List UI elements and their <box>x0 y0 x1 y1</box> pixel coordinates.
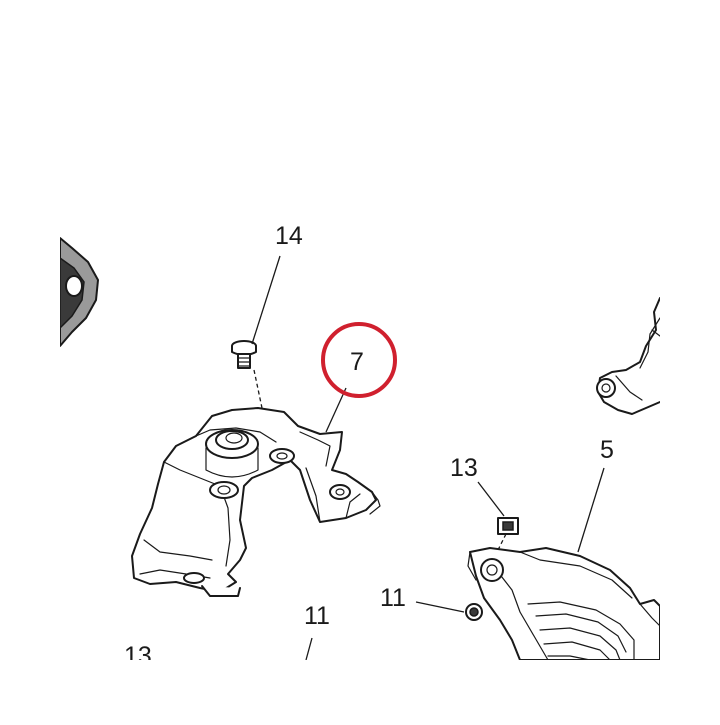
left-mask <box>0 0 60 720</box>
callout-13: 13 <box>450 454 478 482</box>
callout-11: 11 <box>380 584 406 612</box>
leader-13 <box>477 481 505 517</box>
clip-13 <box>491 517 519 563</box>
callout-7: 7 <box>350 348 364 376</box>
nut-11 <box>465 603 483 621</box>
callout-5: 5 <box>600 436 614 464</box>
leader-5 <box>577 467 605 553</box>
panel-part-5 <box>467 547 661 661</box>
callout-leaders <box>251 255 605 661</box>
leader-7 <box>325 387 347 433</box>
bracket-part-7 <box>131 407 381 597</box>
right-upper-partial-part <box>596 297 661 415</box>
bottom-mask <box>0 660 720 720</box>
left-partial-part <box>59 237 99 347</box>
callout-14: 14 <box>275 222 303 250</box>
screw-14 <box>231 340 263 409</box>
leader-14 <box>251 255 281 345</box>
right-mask <box>660 0 720 720</box>
leader-11-lower <box>305 637 313 661</box>
callout-11-lower: 11 <box>304 602 330 630</box>
highlight-circle <box>321 322 397 398</box>
leader-11 <box>415 601 465 613</box>
